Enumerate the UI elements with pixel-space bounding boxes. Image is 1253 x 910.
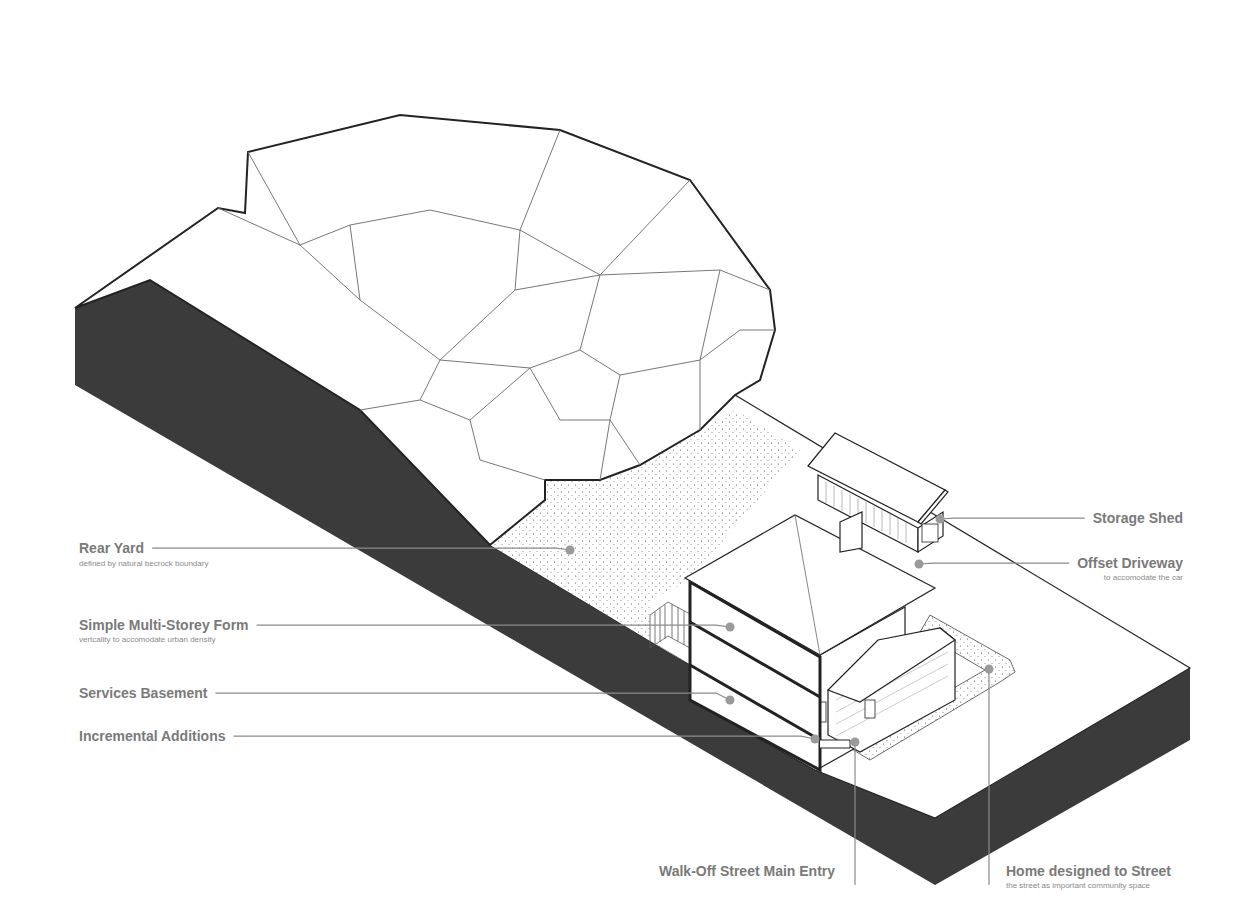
- callout-note: to accomodate the car: [1104, 573, 1183, 582]
- leader-line: [854, 742, 855, 885]
- leader-line: [215, 693, 730, 700]
- callout-note: defined by natural becrock boundary: [79, 559, 208, 568]
- leader-dot: [915, 560, 924, 569]
- house: [685, 512, 955, 770]
- leader-dot: [726, 696, 735, 705]
- leader-line: [257, 625, 730, 627]
- leader-dot: [851, 738, 860, 747]
- leader-dot: [566, 546, 575, 555]
- callout-label: Rear Yard: [79, 540, 144, 556]
- rock-facets: [218, 130, 775, 480]
- callout-label: Home designed to Street: [1006, 863, 1171, 879]
- leader-line: [940, 517, 1085, 519]
- leader-line: [234, 736, 815, 739]
- callout-label: Walk-Off Street Main Entry: [659, 863, 835, 879]
- callout-label: Incremental Additions: [79, 728, 226, 744]
- callout-label: Offset Driveway: [1077, 555, 1183, 571]
- leader-line: [919, 562, 1069, 564]
- leader-dot: [985, 665, 994, 674]
- callout-label: Services Basement: [79, 685, 207, 701]
- leader-dot: [811, 735, 820, 744]
- callout-label: Simple Multi-Storey Form: [79, 617, 249, 633]
- leader-dot: [936, 515, 945, 524]
- callout-note: vertcality to accomodate urban density: [79, 635, 216, 644]
- callout-note: the street as important community space: [1006, 881, 1150, 890]
- leader-dot: [726, 623, 735, 632]
- leader-line: [152, 548, 570, 550]
- leader-line: [988, 669, 989, 885]
- bedrock: [75, 115, 775, 545]
- callout-label: Storage Shed: [1093, 510, 1183, 526]
